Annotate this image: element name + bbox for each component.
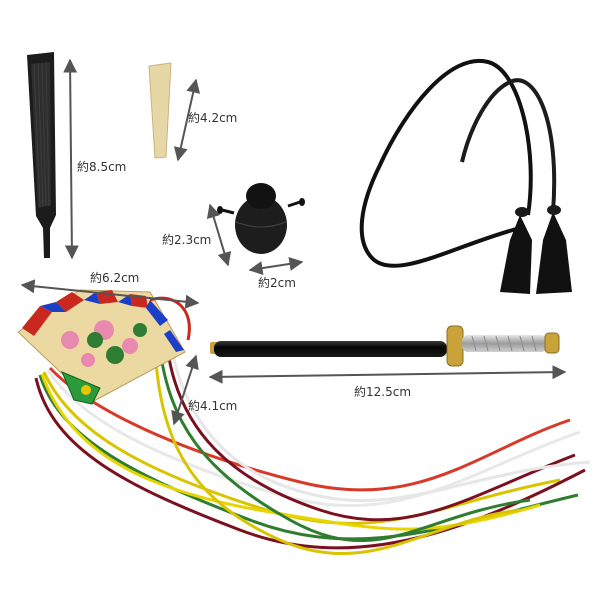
sword-length-label: 約12.5cm [354,384,411,399]
fan-width-arrow [20,279,200,309]
cap-height-label: 約2.3cm [162,232,211,247]
fan-height-arrow [171,354,199,426]
scepter-length-label: 約8.5cm [77,159,126,174]
sword [210,325,560,367]
comb-length-label: 約4.2cm [188,110,237,125]
fan-width-label: 約6.2cm [90,270,139,285]
cap-width-arrow [248,256,304,276]
cap-height-arrow [206,203,232,267]
folding-fan [17,289,591,556]
cap [217,183,305,254]
comb [148,62,172,159]
scepter [27,52,56,258]
fan-height-label: 約4.1cm [188,398,237,413]
scepter-length-arrow [63,58,79,260]
tassel-cord [359,58,572,294]
comb-length-arrow [173,78,201,162]
sword-length-arrow [208,365,567,384]
cap-width-label: 約2cm [258,275,296,290]
